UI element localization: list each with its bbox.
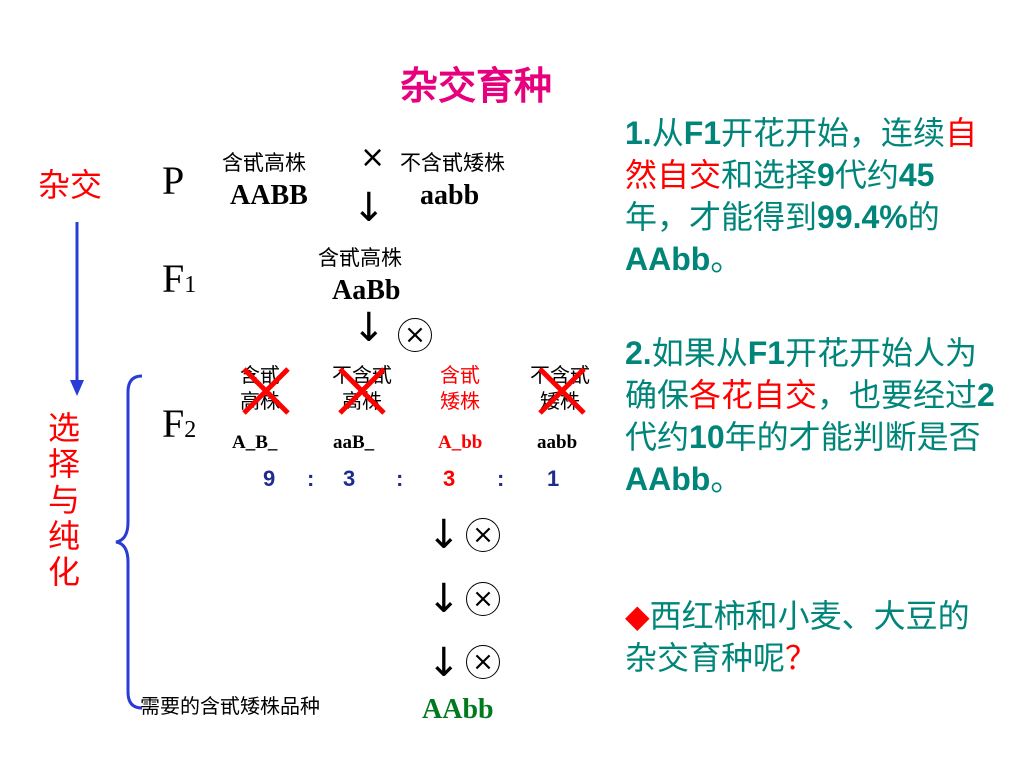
ratio-separator: : <box>497 466 505 491</box>
f2-genotype-4: aabb <box>537 432 578 453</box>
p-left-genotype: AABB <box>230 180 308 211</box>
gen-f2: F2 <box>162 401 197 446</box>
arrow-down-icon: ↓ <box>427 576 461 622</box>
gen-p: P <box>162 158 185 203</box>
f2-trait-3: 含甙 矮株 <box>440 363 480 413</box>
self-cross-icon: × <box>466 582 500 616</box>
f2-genotype-3: A_bb <box>438 432 483 453</box>
p-left-trait: 含甙高株 <box>222 151 306 175</box>
arrow-down-icon: ↓ <box>427 512 461 558</box>
cross-out-icon <box>338 367 386 415</box>
select-purify-label: 选 择 与 纯 化 <box>48 409 81 591</box>
f2-genotype-2: aaB_ <box>333 432 375 453</box>
ratio-value-4: 1 <box>547 466 560 491</box>
p-right-trait: 不含甙矮株 <box>400 151 505 175</box>
f1-genotype: AaBb <box>332 275 401 306</box>
vertical-arrow <box>70 222 84 396</box>
cross-out-icon <box>242 367 290 415</box>
diamond-bullet-icon: ◆ <box>625 597 650 635</box>
cross-out-icon <box>538 367 586 415</box>
p-right-genotype: aabb <box>420 180 480 211</box>
result-label: 需要的含甙矮株品种 <box>140 694 320 718</box>
gen-f1: F1 <box>162 256 197 301</box>
arrow-down-icon: ↓ <box>352 305 386 351</box>
page-title: 杂交育种 <box>400 64 553 108</box>
ratio-separator: : <box>396 466 404 491</box>
self-cross-icon: × <box>466 518 500 552</box>
result-genotype: AAbb <box>422 694 494 725</box>
f1-trait: 含甙高株 <box>318 246 402 270</box>
f2-trait-1: 含甙 高株 <box>240 363 280 413</box>
curly-bracket <box>115 374 143 710</box>
ratio-value-2: 3 <box>343 466 356 491</box>
note-3: ◆西红柿和小麦、大豆的杂交育种呢？ <box>625 597 970 677</box>
ratio-value-3: 3 <box>443 466 456 491</box>
cross-symbol: × <box>360 140 386 175</box>
arrow-down-icon: ↓ <box>352 185 386 231</box>
ratio-separator: : <box>307 466 315 491</box>
ratio-value-1: 9 <box>263 466 276 491</box>
note-2: 2.如果从F1开花开始人为确保各花自交，也要经过2代约10年的才能判断是否AAb… <box>625 334 995 498</box>
self-cross-icon: × <box>466 645 500 679</box>
f2-genotype-1: A_B_ <box>232 432 278 453</box>
self-cross-icon: × <box>398 318 432 352</box>
note-1: 1.从F1开花开始，连续自然自交和选择9代约45年，才能得到99.4%的AAbb… <box>625 114 978 278</box>
hybrid-label: 杂交 <box>38 166 103 204</box>
arrow-down-icon: ↓ <box>427 640 461 686</box>
